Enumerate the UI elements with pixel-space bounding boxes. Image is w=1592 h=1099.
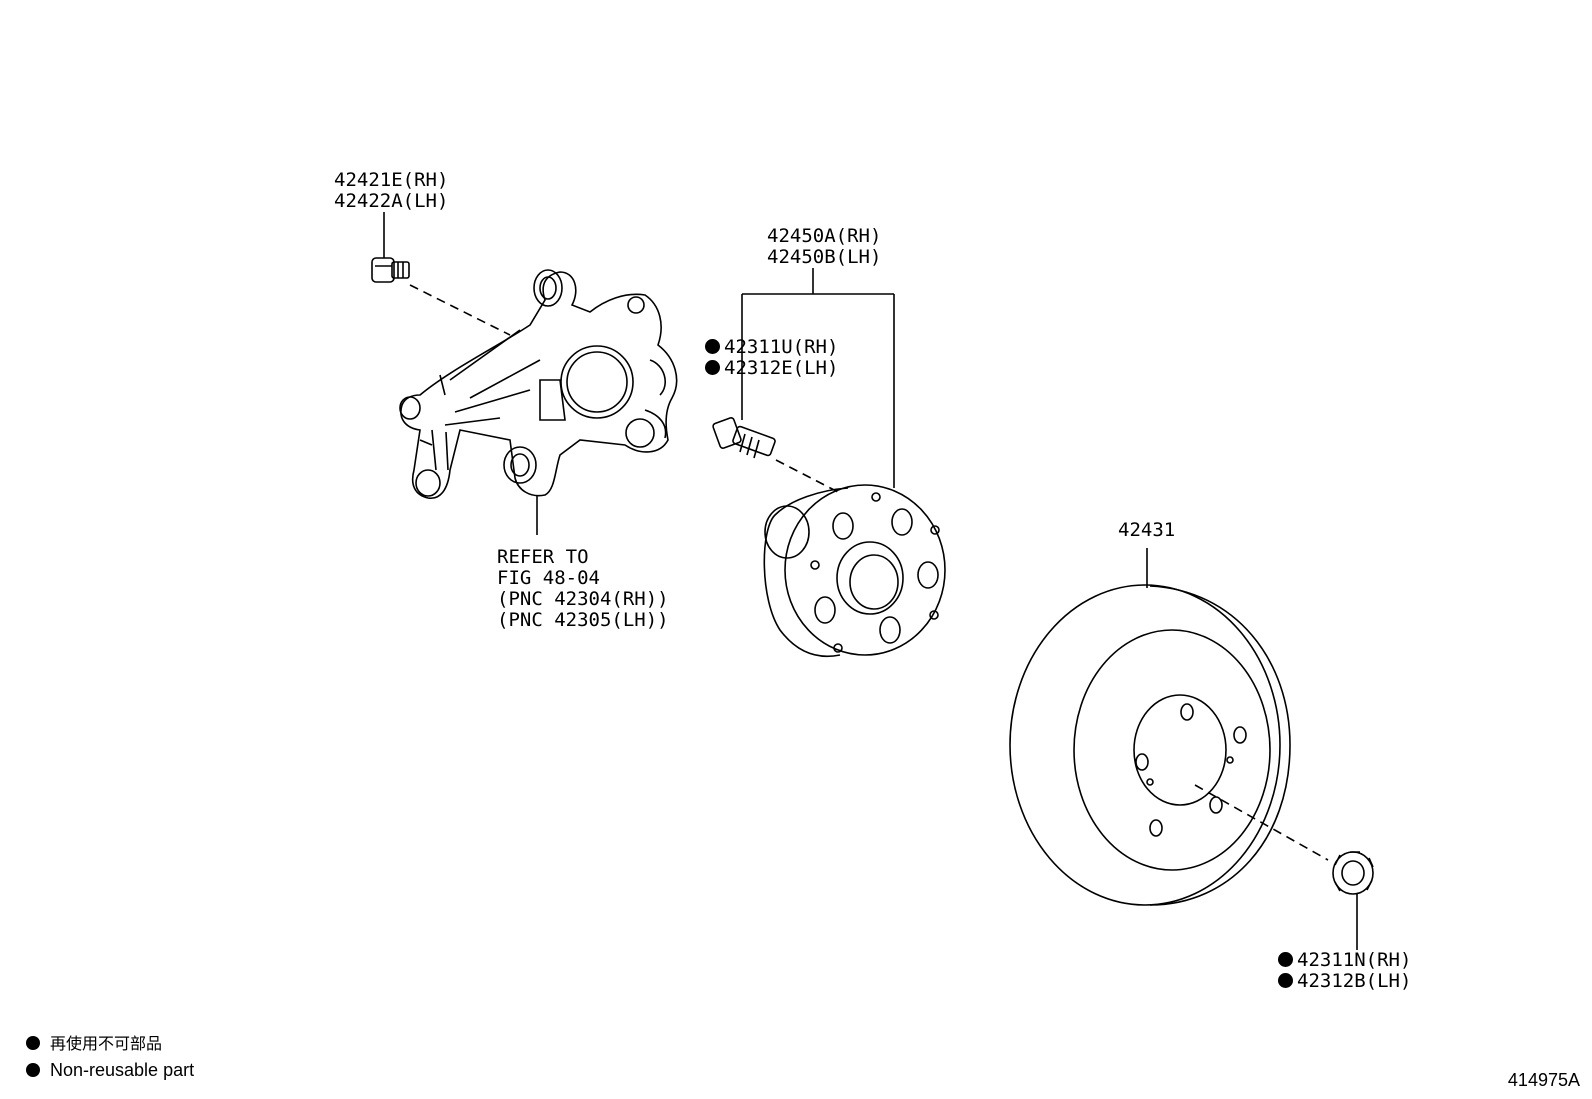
legend-english: Non-reusable part: [50, 1060, 195, 1080]
non-reusable-dot-icon: [26, 1063, 40, 1077]
hub-assembly-lh: 42450B(LH): [767, 246, 882, 268]
figure-number: 414975A: [1507, 1070, 1580, 1090]
non-reusable-dot-icon: [705, 339, 720, 354]
non-reusable-dot-icon: [1278, 952, 1293, 967]
legend: 再使用不可部品 Non-reusable part: [26, 1030, 194, 1083]
refer-line-2: FIG 48-04: [497, 567, 600, 589]
knuckle-bolt-label: 42421E(RH) 42422A(LH): [334, 170, 448, 212]
hub-assembly-leader: [741, 268, 895, 488]
hub-nut-drawing: [1332, 851, 1374, 895]
disc-dash: [1194, 784, 1329, 861]
legend-japanese: 再使用不可部品: [50, 1034, 163, 1053]
refer-line-1: REFER TO: [497, 546, 589, 568]
knuckle-drawing: [399, 269, 678, 499]
refer-line-4: (PNC 42305(LH)): [497, 609, 669, 631]
refer-line-3: (PNC 42304(RH)): [497, 588, 669, 610]
disc-rotor-drawing: [1009, 584, 1291, 906]
disc-part-number: 42431: [1118, 519, 1176, 541]
hub-bolt-label: 42311U(RH) 42312E(LH): [705, 337, 838, 379]
non-reusable-dot-icon: [26, 1036, 40, 1050]
knuckle-bolt-dash: [409, 284, 511, 336]
hub-bolt-drawing: [712, 417, 776, 459]
hub-bolt-lh: 42312E(LH): [724, 357, 839, 379]
knuckle-bolt-lh: 42422A(LH): [334, 190, 449, 212]
nut-lh: 42312B(LH): [1297, 970, 1412, 992]
hub-assembly-rh: 42450A(RH): [767, 225, 882, 247]
knuckle-bolt-rh: 42421E(RH): [334, 169, 449, 191]
hub-bolt-dash: [775, 459, 839, 493]
nut-label: 42311N(RH) 42312B(LH): [1278, 950, 1411, 992]
non-reusable-dot-icon: [1278, 973, 1293, 988]
disc-label: 42431: [1118, 520, 1175, 541]
hub-bearing-drawing: [763, 484, 946, 657]
non-reusable-dot-icon: [705, 360, 720, 375]
hub-bolt-rh: 42311U(RH): [724, 336, 839, 358]
refer-to-note: REFER TO FIG 48-04 (PNC 42304(RH)) (PNC …: [497, 547, 669, 631]
knuckle-bolt-drawing: [371, 212, 410, 283]
hub-assembly-label: 42450A(RH) 42450B(LH): [767, 226, 881, 268]
nut-rh: 42311N(RH): [1297, 949, 1412, 971]
